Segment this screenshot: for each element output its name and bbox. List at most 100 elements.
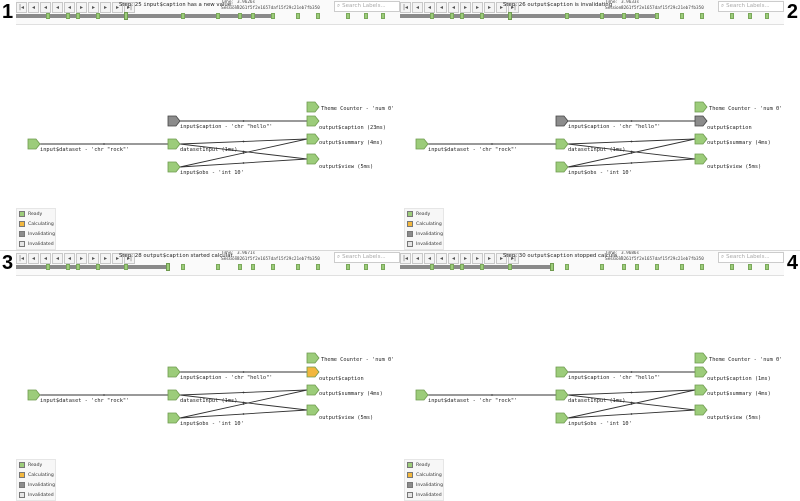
prev-user-mark-button[interactable]: ◂ xyxy=(412,2,423,13)
timeline-mark[interactable] xyxy=(460,264,464,270)
timeline-mark[interactable] xyxy=(96,13,100,19)
timeline-mark[interactable] xyxy=(430,13,434,19)
timeline-mark[interactable] xyxy=(381,264,385,270)
last-step-button[interactable]: ▸| xyxy=(508,2,519,13)
prev-idle-button[interactable]: ◂ xyxy=(424,253,435,264)
timeline-mark[interactable] xyxy=(96,264,100,270)
timeline-mark[interactable] xyxy=(600,13,604,19)
step-timeline[interactable] xyxy=(400,263,784,271)
timeline-mark[interactable] xyxy=(430,264,434,270)
prev-user-mark-button[interactable]: ◂ xyxy=(28,2,39,13)
first-step-button[interactable]: |◂ xyxy=(400,253,411,264)
timeline-mark[interactable] xyxy=(381,13,385,19)
timeline-mark[interactable] xyxy=(216,13,220,19)
prev-step-button[interactable]: ◂ xyxy=(64,253,75,264)
next-step-button[interactable]: ▸ xyxy=(76,2,87,13)
timeline-mark[interactable] xyxy=(66,13,70,19)
last-step-button[interactable]: ▸| xyxy=(124,2,135,13)
step-timeline[interactable] xyxy=(16,12,400,20)
next-user-mark-button[interactable]: ▸ xyxy=(496,253,507,264)
timeline-mark[interactable] xyxy=(346,13,350,19)
first-step-button[interactable]: |◂ xyxy=(400,2,411,13)
timeline-mark[interactable] xyxy=(346,264,350,270)
timeline-mark[interactable] xyxy=(364,264,368,270)
prev-idle-button[interactable]: ◂ xyxy=(40,2,51,13)
next-user-mark-button[interactable]: ▸ xyxy=(496,2,507,13)
timeline-knob[interactable] xyxy=(550,263,554,271)
timeline-mark[interactable] xyxy=(700,264,704,270)
next-output-button[interactable]: ▸ xyxy=(88,253,99,264)
last-step-button[interactable]: ▸| xyxy=(124,253,135,264)
timeline-mark[interactable] xyxy=(251,13,255,19)
timeline-mark[interactable] xyxy=(765,264,769,270)
timeline-mark[interactable] xyxy=(66,264,70,270)
next-user-mark-button[interactable]: ▸ xyxy=(112,253,123,264)
timeline-mark[interactable] xyxy=(730,13,734,19)
timeline-mark[interactable] xyxy=(181,264,185,270)
timeline-mark[interactable] xyxy=(748,13,752,19)
next-user-mark-button[interactable]: ▸ xyxy=(112,2,123,13)
timeline-knob[interactable] xyxy=(124,12,128,20)
timeline-mark[interactable] xyxy=(600,264,604,270)
timeline-knob[interactable] xyxy=(166,263,170,271)
timeline-mark[interactable] xyxy=(508,264,512,270)
timeline-mark[interactable] xyxy=(480,264,484,270)
timeline-mark[interactable] xyxy=(748,264,752,270)
search-input[interactable]: ⌕Search Labels... xyxy=(334,1,400,12)
timeline-mark[interactable] xyxy=(238,264,242,270)
timeline-mark[interactable] xyxy=(296,264,300,270)
timeline-mark[interactable] xyxy=(700,13,704,19)
prev-step-button[interactable]: ◂ xyxy=(448,2,459,13)
timeline-mark[interactable] xyxy=(622,264,626,270)
timeline-mark[interactable] xyxy=(76,13,80,19)
timeline-mark[interactable] xyxy=(316,264,320,270)
next-idle-button[interactable]: ▸ xyxy=(484,253,495,264)
timeline-mark[interactable] xyxy=(364,13,368,19)
timeline-mark[interactable] xyxy=(238,13,242,19)
timeline-mark[interactable] xyxy=(622,13,626,19)
timeline-mark[interactable] xyxy=(216,264,220,270)
timeline-mark[interactable] xyxy=(765,13,769,19)
timeline-mark[interactable] xyxy=(251,264,255,270)
timeline-mark[interactable] xyxy=(565,264,569,270)
timeline-mark[interactable] xyxy=(271,13,275,19)
prev-user-mark-button[interactable]: ◂ xyxy=(412,253,423,264)
timeline-mark[interactable] xyxy=(680,13,684,19)
prev-user-mark-button[interactable]: ◂ xyxy=(28,253,39,264)
next-step-button[interactable]: ▸ xyxy=(460,253,471,264)
search-input[interactable]: ⌕Search Labels... xyxy=(718,252,784,263)
prev-output-button[interactable]: ◂ xyxy=(52,2,63,13)
first-step-button[interactable]: |◂ xyxy=(16,253,27,264)
search-input[interactable]: ⌕Search Labels... xyxy=(718,1,784,12)
step-timeline[interactable] xyxy=(400,12,784,20)
timeline-mark[interactable] xyxy=(680,264,684,270)
prev-output-button[interactable]: ◂ xyxy=(436,2,447,13)
timeline-knob[interactable] xyxy=(508,12,512,20)
prev-output-button[interactable]: ◂ xyxy=(436,253,447,264)
prev-idle-button[interactable]: ◂ xyxy=(424,2,435,13)
last-step-button[interactable]: ▸| xyxy=(508,253,519,264)
timeline-mark[interactable] xyxy=(655,264,659,270)
timeline-mark[interactable] xyxy=(296,13,300,19)
next-idle-button[interactable]: ▸ xyxy=(100,253,111,264)
timeline-mark[interactable] xyxy=(450,13,454,19)
next-output-button[interactable]: ▸ xyxy=(472,2,483,13)
timeline-mark[interactable] xyxy=(124,264,128,270)
next-output-button[interactable]: ▸ xyxy=(472,253,483,264)
timeline-mark[interactable] xyxy=(655,13,659,19)
timeline-mark[interactable] xyxy=(450,264,454,270)
timeline-mark[interactable] xyxy=(316,13,320,19)
timeline-mark[interactable] xyxy=(635,264,639,270)
timeline-mark[interactable] xyxy=(181,13,185,19)
timeline-mark[interactable] xyxy=(271,264,275,270)
timeline-mark[interactable] xyxy=(460,13,464,19)
next-output-button[interactable]: ▸ xyxy=(88,2,99,13)
next-step-button[interactable]: ▸ xyxy=(76,253,87,264)
timeline-mark[interactable] xyxy=(46,264,50,270)
timeline-mark[interactable] xyxy=(730,264,734,270)
timeline-mark[interactable] xyxy=(635,13,639,19)
prev-idle-button[interactable]: ◂ xyxy=(40,253,51,264)
step-timeline[interactable] xyxy=(16,263,400,271)
next-idle-button[interactable]: ▸ xyxy=(484,2,495,13)
prev-step-button[interactable]: ◂ xyxy=(448,253,459,264)
